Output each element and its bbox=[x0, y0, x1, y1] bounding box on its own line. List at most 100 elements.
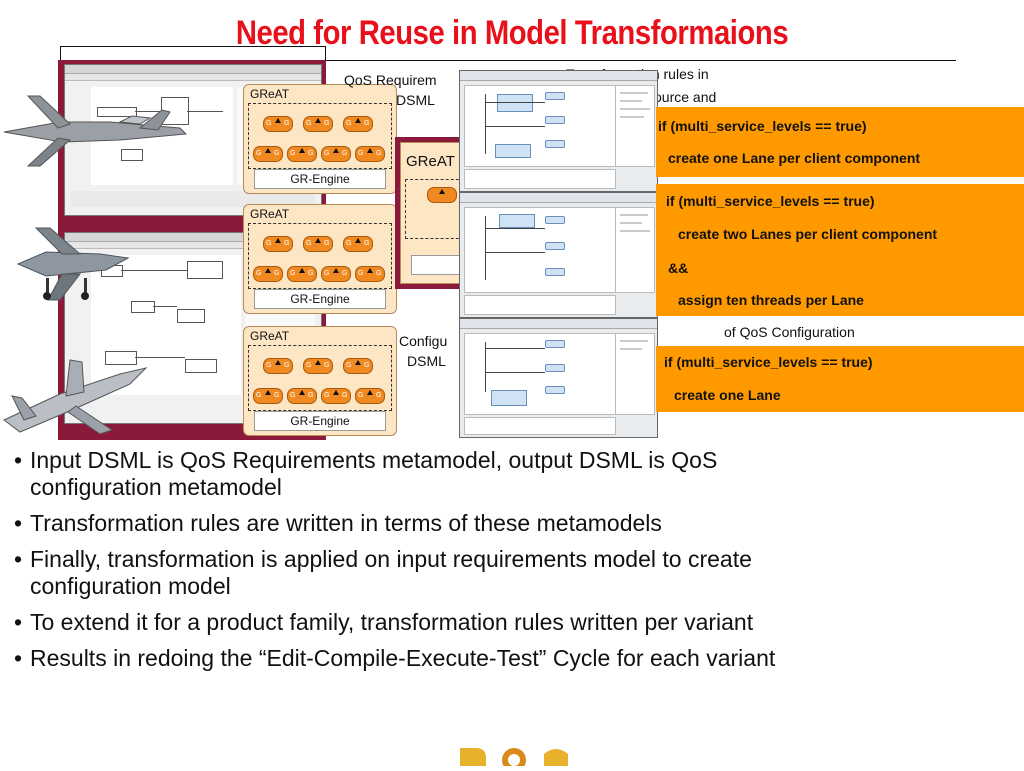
qos-configuration-caption: of QoS Configuration bbox=[724, 324, 855, 340]
triangle-icon bbox=[275, 118, 281, 123]
triangle-icon bbox=[355, 238, 361, 243]
bullet-marker: • bbox=[14, 609, 23, 635]
triangle-icon bbox=[275, 360, 281, 365]
triangle-icon bbox=[265, 268, 271, 273]
middle-great-label: GReAT bbox=[406, 153, 455, 170]
gr-engine-label: GR-Engine bbox=[254, 289, 386, 309]
bullet-item: • Results in redoing the “Edit-Compile-E… bbox=[14, 645, 1014, 672]
triangle-icon bbox=[299, 148, 305, 153]
bullet-item: • Transformation rules are written in te… bbox=[14, 510, 1014, 537]
pill-glyph: G bbox=[364, 362, 370, 369]
pill-glyph: G bbox=[306, 120, 312, 127]
rule-action: create two Lanes per client component bbox=[678, 226, 938, 242]
triangle-icon bbox=[333, 390, 339, 395]
pill-glyph: G bbox=[274, 150, 280, 157]
bullet-marker: • bbox=[14, 447, 23, 473]
pill-glyph: G bbox=[342, 270, 348, 277]
bullet-text: To extend it for a product family, trans… bbox=[30, 609, 754, 635]
triangle-icon bbox=[367, 268, 373, 273]
triangle-icon bbox=[299, 268, 305, 273]
pill-glyph: G bbox=[266, 120, 272, 127]
bullet-text-continued: configuration metamodel bbox=[30, 474, 282, 500]
pill-glyph: G bbox=[290, 270, 296, 277]
triangle-icon bbox=[333, 148, 339, 153]
gr-engine-label: GR-Engine bbox=[254, 169, 386, 189]
configuration-caption-line2: DSML bbox=[407, 353, 446, 369]
rule-action: assign ten threads per Lane bbox=[678, 292, 864, 308]
pill-glyph: G bbox=[266, 240, 272, 247]
pill-glyph: G bbox=[308, 150, 314, 157]
triangle-icon bbox=[299, 390, 305, 395]
model-screenshot-3 bbox=[459, 318, 658, 438]
pill-glyph: G bbox=[324, 392, 330, 399]
pill-glyph: G bbox=[284, 120, 290, 127]
pill-glyph: G bbox=[342, 150, 348, 157]
title-underline bbox=[60, 60, 956, 61]
rules-caption-line2: ource and bbox=[654, 89, 717, 105]
pill-glyph: G bbox=[324, 240, 330, 247]
rule-box-variant-1: if (multi_service_levels == true) create… bbox=[656, 107, 1024, 177]
bullet-marker: • bbox=[14, 546, 23, 572]
bullet-item: • Finally, transformation is applied on … bbox=[14, 546, 1014, 600]
rule-conjunction: && bbox=[668, 260, 689, 276]
bullet-text-continued: configuration model bbox=[30, 573, 231, 599]
bullet-text: Results in redoing the “Edit-Compile-Exe… bbox=[30, 645, 776, 671]
bullet-text: Finally, transformation is applied on in… bbox=[30, 546, 752, 572]
model-screenshot-2 bbox=[459, 192, 658, 318]
bullet-marker: • bbox=[14, 510, 23, 536]
rule-action: create one Lane per client component bbox=[668, 150, 921, 166]
pill-glyph: G bbox=[358, 392, 364, 399]
rule-condition: if (multi_service_levels == true) bbox=[658, 118, 867, 134]
pill-glyph: G bbox=[290, 392, 296, 399]
pill-glyph: G bbox=[324, 270, 330, 277]
pill-glyph: G bbox=[290, 150, 296, 157]
rule-box-variant-3: if (multi_service_levels == true) create… bbox=[656, 346, 1024, 412]
bullet-text: Transformation rules are written in term… bbox=[30, 510, 662, 536]
triangle-icon bbox=[315, 360, 321, 365]
pill-glyph: G bbox=[364, 240, 370, 247]
bullet-marker: • bbox=[14, 645, 23, 671]
gr-engine-label: GR-Engine bbox=[254, 411, 386, 431]
qos-requirements-caption-line2: DSML bbox=[396, 92, 435, 108]
pill-glyph: G bbox=[358, 150, 364, 157]
pill-glyph: G bbox=[306, 362, 312, 369]
pill-glyph: G bbox=[308, 270, 314, 277]
triangle-icon bbox=[333, 268, 339, 273]
triangle-icon bbox=[355, 360, 361, 365]
pill-glyph: G bbox=[274, 270, 280, 277]
qos-requirements-caption-line1: QoS Requirem bbox=[344, 72, 437, 88]
great-label: GReAT bbox=[250, 87, 290, 101]
configuration-caption-line1: Configu bbox=[399, 333, 448, 349]
triangle-icon bbox=[265, 390, 271, 395]
rule-condition: if (multi_service_levels == true) bbox=[666, 193, 875, 209]
pill-glyph: G bbox=[306, 240, 312, 247]
pill-glyph: G bbox=[284, 362, 290, 369]
bullet-item: • To extend it for a product family, tra… bbox=[14, 609, 1014, 636]
rule-box-variant-2: if (multi_service_levels == true) create… bbox=[656, 184, 1024, 316]
bullet-text: Input DSML is QoS Requirements metamodel… bbox=[30, 447, 718, 473]
model-screenshot-1 bbox=[459, 70, 658, 192]
triangle-icon bbox=[367, 148, 373, 153]
slide-title: Need for Reuse in Model Transformaions bbox=[235, 14, 789, 52]
bullet-list: • Input DSML is QoS Requirements metamod… bbox=[14, 447, 1014, 681]
pill-glyph: G bbox=[342, 392, 348, 399]
pill-glyph: G bbox=[376, 270, 382, 277]
triangle-icon bbox=[265, 148, 271, 153]
